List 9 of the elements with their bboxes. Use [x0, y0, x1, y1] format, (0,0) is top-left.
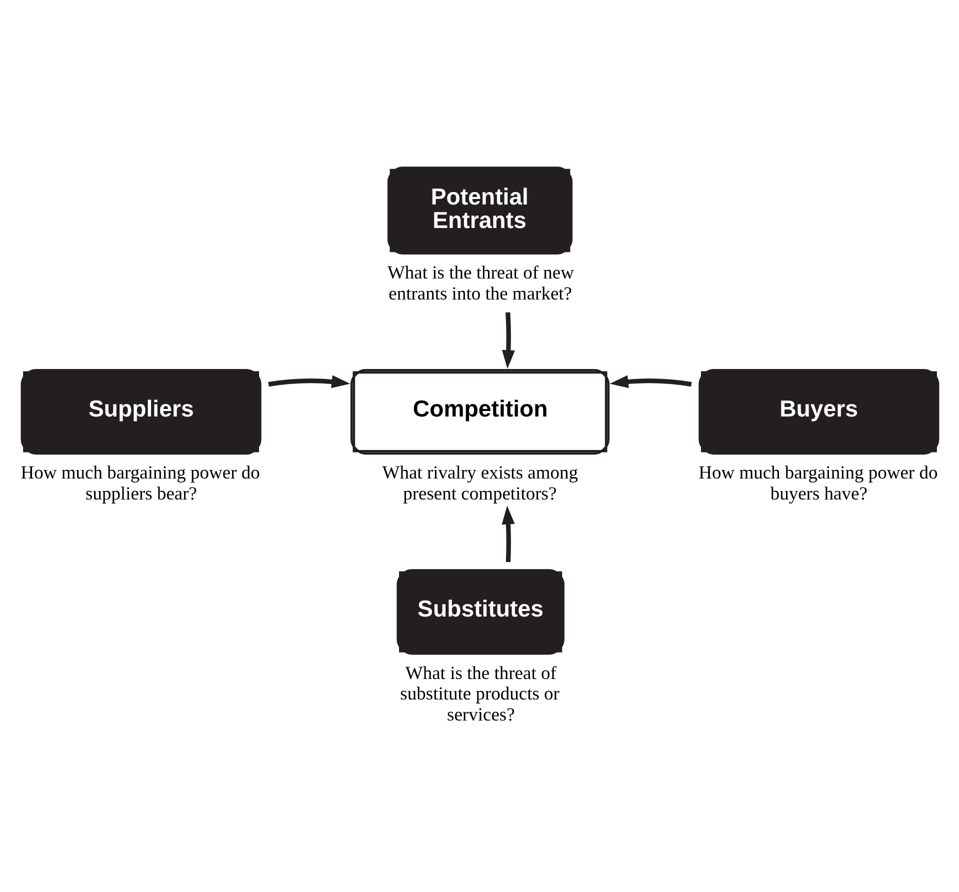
node-label: How much bargaining power do buyers have? — [698, 463, 938, 504]
arrow — [501, 312, 514, 368]
node-label: What is the threat of substitute products or services? — [400, 663, 559, 725]
arrow — [501, 505, 514, 562]
node-label: How much bargaining power do suppliers bear? — [20, 463, 260, 504]
arrow — [609, 374, 692, 388]
node-label: What is the threat of new entrants into the market? — [386, 263, 574, 304]
node-label: What rivalry exists among present competitors? — [382, 463, 578, 504]
arrow — [268, 374, 350, 388]
